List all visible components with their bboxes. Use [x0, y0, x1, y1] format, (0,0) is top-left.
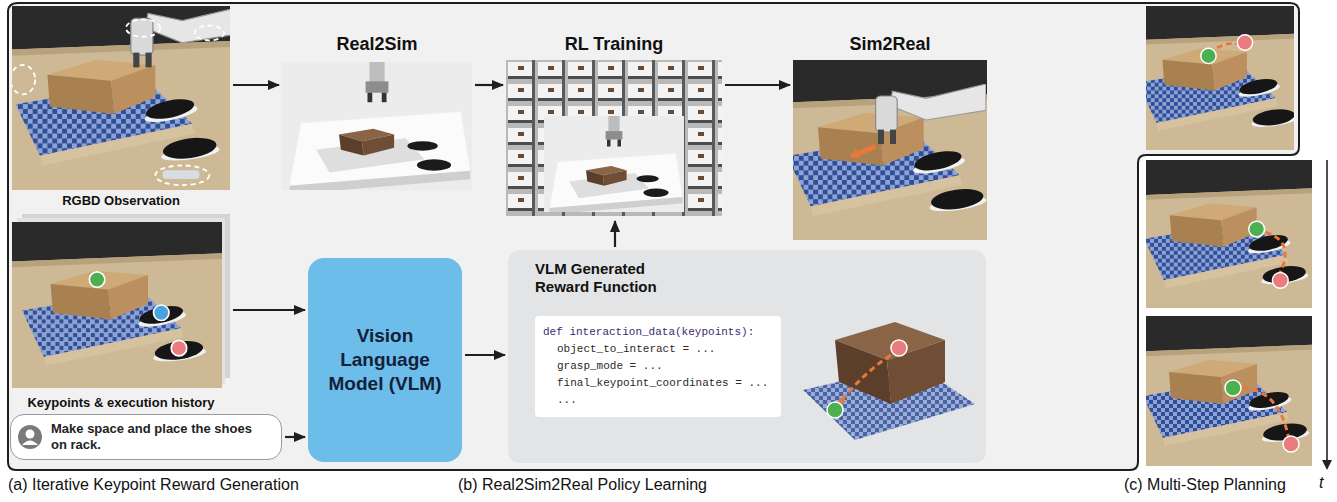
- code-line: def interaction_data(keypoints):: [543, 324, 773, 341]
- reward-panel: [508, 250, 986, 463]
- stage-panel: Sim2Real: [793, 34, 987, 242]
- stage-panel: RL Training: [506, 34, 722, 218]
- instruction-bubble: Make space and place the shoes on rack.: [10, 414, 282, 460]
- flow-arrow: [285, 436, 305, 438]
- reward-title: VLM Generated Reward Function: [535, 260, 685, 296]
- photo-panel: Keypoints & execution history: [12, 214, 230, 410]
- code-line: grasp_mode = ...: [543, 358, 773, 375]
- code-line: object_to_interact = ...: [543, 341, 773, 358]
- sim2real-photo: [770, 60, 1010, 240]
- code-box: def interaction_data(keypoints):object_t…: [535, 316, 781, 417]
- panel-caption: (b) Real2Sim2Real Policy Learning: [458, 476, 707, 494]
- code-line: final_keypoint_coordinates = ...: [543, 375, 773, 392]
- flow-arrow: [465, 354, 505, 356]
- flow-arrow: [725, 84, 790, 86]
- flow-arrow: [475, 84, 503, 86]
- axis-label: t: [1319, 474, 1323, 492]
- photo-label: Keypoints & execution history: [27, 395, 214, 410]
- stage-title: Real2Sim: [336, 34, 417, 55]
- stage-title: RL Training: [565, 34, 664, 55]
- stage-title: Sim2Real: [849, 34, 930, 55]
- reward-illustration: [803, 322, 975, 440]
- reward-box: VLM Generated Reward Function def interac…: [508, 250, 986, 463]
- flow-arrow: [233, 84, 279, 86]
- keypoint-photo: [6, 222, 227, 388]
- plan-step-photo: [1129, 316, 1329, 466]
- flow-arrow: [233, 309, 305, 311]
- plan-step-photo: [1124, 6, 1316, 150]
- time-axis-head: [1322, 460, 1332, 470]
- photo-panel: RGBD Observation: [12, 6, 230, 208]
- panel-caption: (a) Iterative Keypoint Reward Generation: [8, 476, 299, 494]
- panel-caption: (c) Multi-Step Planning: [1124, 476, 1286, 494]
- plan-step-photo: [1130, 160, 1327, 308]
- instruction-text: Make space and place the shoes on rack.: [51, 421, 271, 453]
- model-box: Vision Language Model (VLM): [308, 258, 462, 462]
- rl-grid-scene: [506, 60, 722, 217]
- photo-label: RGBD Observation: [62, 193, 180, 208]
- stage-panel: Real2Sim: [282, 34, 472, 192]
- model-title: Vision Language Model (VLM): [318, 324, 452, 396]
- sim-scene: [282, 55, 472, 198]
- code-line: ...: [543, 392, 773, 409]
- time-axis: [1326, 160, 1328, 464]
- rgbd-photo: [0, 6, 244, 190]
- flow-arrow: [614, 221, 616, 247]
- user-icon: [17, 424, 43, 450]
